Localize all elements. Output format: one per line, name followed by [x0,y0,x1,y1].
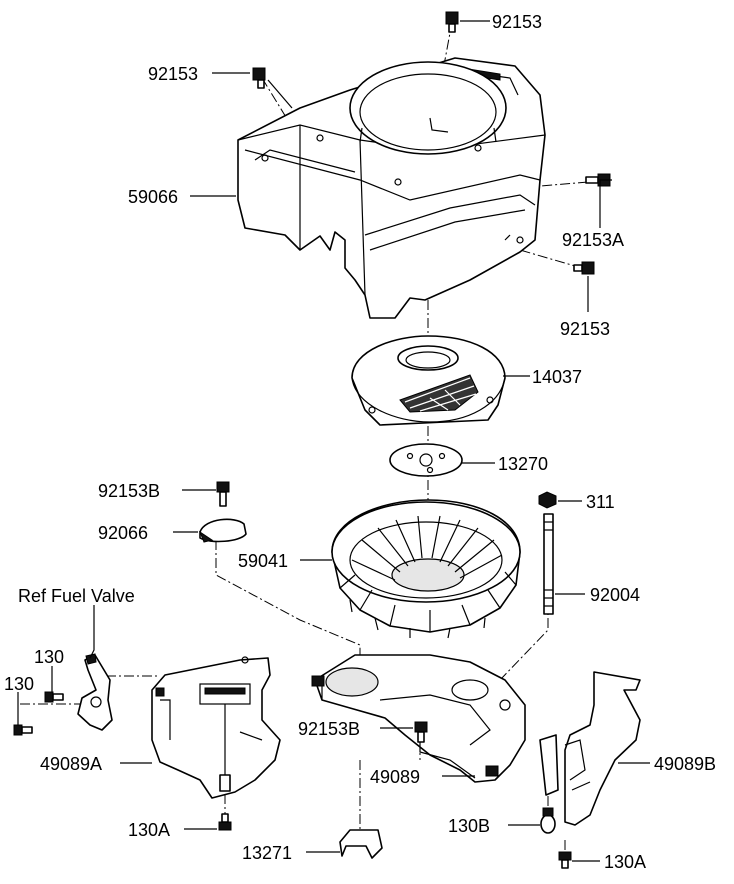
label-311: 311 [586,492,615,512]
leader-lines [17,20,650,862]
screw-130A-right [558,851,572,869]
fuel-valve-bracket [77,653,113,731]
rotating-screen-14037 [351,335,506,426]
stud-92004 [543,513,554,615]
screen-mesh [399,374,479,413]
plate-13270 [389,443,463,477]
label-49089: 49089 [370,767,420,787]
label-49089A: 49089A [40,754,102,774]
label-92004: 92004 [590,585,640,605]
screw-130-lower [13,724,33,736]
label-92153B-top: 92153B [98,481,160,501]
label-92153-right: 92153 [560,319,610,339]
label-92153B-mid: 92153B [298,719,360,739]
label-92066: 92066 [98,523,148,543]
bracket-13271 [339,829,383,859]
label-92153-top: 92153 [492,12,542,32]
flywheel-fan-59041 [331,499,521,639]
label-13271: 13271 [242,843,292,863]
label-92153A: 92153A [562,230,624,250]
blower-housing-59066 [237,57,546,319]
bolt-92153-top [445,11,459,33]
washer-92066 [198,518,247,543]
label-ref-fuel-valve: Ref Fuel Valve [18,586,135,606]
bolt-92153B-top [216,481,230,507]
cover-49089A [151,656,281,799]
screw-130-upper [44,691,64,703]
baffle-49089 [311,654,526,783]
label-14037: 14037 [532,367,582,387]
label-130-lower: 130 [4,674,34,694]
label-13270: 13270 [498,454,548,474]
label-59041: 59041 [238,551,288,571]
bolt-92153-left [252,67,266,89]
label-130-upper: 130 [34,647,64,667]
nut-311 [538,491,557,509]
label-59066: 59066 [128,187,178,207]
label-49089B: 49089B [654,754,716,774]
label-130A-left: 130A [128,820,170,840]
cover-49089B [539,671,641,826]
label-130A-right: 130A [604,852,646,872]
fastener-130B [540,807,556,834]
screw-130A-left [218,813,232,831]
bolt-92153B-mid [414,721,428,743]
label-130B: 130B [448,816,490,836]
bolt-92153-right [573,261,595,275]
label-92153-left: 92153 [148,64,198,84]
part-labels: 92153 92153 59066 92153A 92153 14037 132… [4,12,716,872]
